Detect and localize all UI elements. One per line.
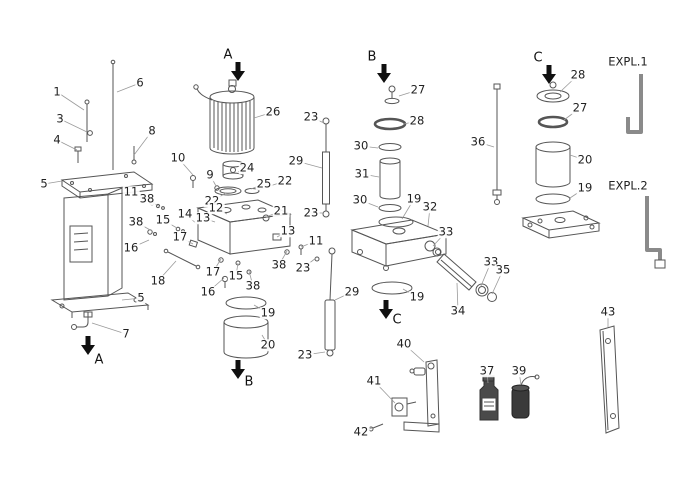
callout-13: 13	[194, 210, 212, 225]
callout-42: 42	[352, 424, 370, 439]
callout-21: 21	[272, 203, 290, 218]
section-arrow-c	[542, 65, 556, 84]
callout-17: 17	[204, 264, 222, 279]
callout-38: 38	[138, 191, 156, 206]
callout-30: 30	[351, 192, 369, 207]
callout-17: 17	[171, 229, 189, 244]
callout-41: 41	[365, 373, 383, 388]
callout-3: 3	[55, 111, 65, 126]
tank-assembly	[50, 59, 154, 330]
pump-unit-c	[521, 81, 601, 239]
rod-36	[492, 83, 502, 205]
callout-5: 5	[39, 176, 49, 191]
bracket-40-assembly	[368, 359, 440, 433]
callout-5: 5	[136, 290, 146, 305]
callout-43: 43	[599, 304, 617, 319]
expl-label-2: EXPL.2	[608, 178, 648, 193]
callout-37: 37	[478, 363, 496, 378]
callout-19: 19	[259, 305, 277, 320]
callout-29: 29	[287, 153, 305, 168]
callout-33: 33	[437, 224, 455, 239]
callout-12: 12	[207, 200, 225, 215]
callout-19: 19	[405, 191, 423, 206]
bracket-43	[599, 325, 620, 434]
section-marker-a: A	[222, 47, 234, 63]
callout-9: 9	[205, 167, 215, 182]
section-arrow-b	[231, 360, 245, 379]
callout-33: 33	[482, 254, 500, 269]
callout-29: 29	[343, 284, 361, 299]
expl-brackets	[626, 74, 662, 260]
callout-23: 23	[296, 347, 314, 362]
callout-15: 15	[227, 268, 245, 283]
expl2-connector	[654, 259, 666, 269]
cylinder-rods	[322, 117, 336, 357]
expl-label-1: EXPL.1	[608, 54, 648, 69]
callout-38: 38	[244, 278, 262, 293]
callout-28: 28	[569, 67, 587, 82]
callout-7: 7	[121, 326, 131, 341]
pump-block	[147, 175, 320, 288]
section-arrow-b	[377, 64, 391, 83]
callout-30: 30	[352, 138, 370, 153]
callout-35: 35	[494, 262, 512, 277]
callout-27: 27	[571, 100, 589, 115]
callout-40: 40	[395, 336, 413, 351]
callout-31: 31	[353, 166, 371, 181]
callout-23: 23	[302, 109, 320, 124]
callout-36: 36	[469, 134, 487, 149]
callout-16: 16	[199, 284, 217, 299]
callout-15: 15	[154, 212, 172, 227]
callout-22: 22	[203, 193, 221, 208]
callout-27: 27	[409, 82, 427, 97]
callout-18: 18	[149, 273, 167, 288]
callout-39: 39	[510, 363, 528, 378]
section-marker-b: B	[366, 49, 378, 65]
section-arrow-a	[231, 62, 245, 81]
callout-25: 25	[255, 176, 273, 191]
callout-8: 8	[147, 123, 157, 138]
section-marker-b: B	[243, 374, 255, 390]
callout-10: 10	[169, 150, 187, 165]
callout-32: 32	[421, 199, 439, 214]
callout-23: 23	[302, 205, 320, 220]
callout-26: 26	[264, 104, 282, 119]
callout-23: 23	[294, 260, 312, 275]
callout-16: 16	[122, 240, 140, 255]
callout-28: 28	[408, 113, 426, 128]
section-marker-c: C	[532, 50, 544, 66]
motor-assembly	[193, 79, 260, 196]
section-arrows-layer	[81, 62, 556, 379]
callout-24: 24	[238, 160, 256, 175]
callout-13: 13	[279, 223, 297, 238]
callout-4: 4	[52, 132, 62, 147]
callout-22: 22	[276, 173, 294, 188]
callout-19: 19	[576, 180, 594, 195]
callout-34: 34	[449, 303, 467, 318]
callout-11: 11	[307, 233, 325, 248]
section-marker-c: C	[391, 312, 403, 328]
section-marker-a: A	[93, 352, 105, 368]
section-arrow-c	[379, 300, 393, 319]
callout-19: 19	[408, 289, 426, 304]
oil-bottle	[479, 375, 499, 421]
callout-20: 20	[576, 152, 594, 167]
callout-14: 14	[176, 206, 194, 221]
section-arrow-a	[81, 336, 95, 355]
callout-6: 6	[135, 75, 145, 90]
callout-1: 1	[52, 84, 62, 99]
callout-20: 20	[259, 337, 277, 352]
callout-11: 11	[122, 184, 140, 199]
callout-38: 38	[127, 214, 145, 229]
capacitor	[511, 374, 540, 419]
leader-line	[91, 322, 127, 335]
callout-38: 38	[270, 257, 288, 272]
